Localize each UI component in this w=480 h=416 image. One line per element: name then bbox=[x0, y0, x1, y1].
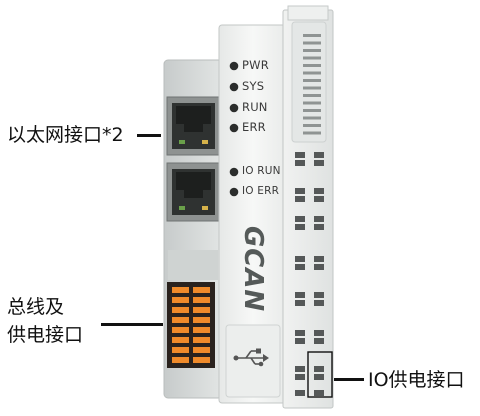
latch-stripe bbox=[303, 34, 321, 37]
latch-stripe bbox=[303, 131, 321, 135]
latch-stripe bbox=[303, 86, 321, 90]
terminal-slot bbox=[295, 188, 305, 194]
terminal-block bbox=[282, 5, 334, 409]
bus-power-label-line1: 总线及 bbox=[7, 296, 65, 318]
connector-pin bbox=[172, 317, 189, 323]
latch-stripe bbox=[303, 41, 321, 45]
io-power-highlight bbox=[307, 351, 333, 398]
latch-stripe bbox=[303, 109, 321, 112]
connector-pin bbox=[172, 337, 189, 343]
ethernet-port-2 bbox=[166, 162, 221, 222]
connector-pin bbox=[172, 287, 189, 293]
terminal-slot bbox=[314, 188, 324, 194]
terminal-slot bbox=[314, 374, 324, 380]
connector-pin bbox=[172, 327, 189, 333]
terminal-slot bbox=[295, 160, 305, 166]
terminal-slot bbox=[295, 152, 305, 158]
latch-stripe bbox=[303, 64, 321, 67]
io-power-label: IO供电接口 bbox=[368, 369, 465, 391]
terminal-slot bbox=[314, 264, 324, 270]
terminal-slot bbox=[314, 338, 324, 344]
connector-pin bbox=[172, 297, 189, 303]
terminal-slot bbox=[314, 256, 324, 262]
connector-pin bbox=[193, 297, 210, 303]
terminal-slot bbox=[314, 330, 324, 336]
terminal-slot bbox=[295, 338, 305, 344]
latch-stripe bbox=[303, 124, 321, 127]
led-label-io-run: IO RUN bbox=[242, 165, 281, 177]
connector-pin bbox=[193, 357, 210, 363]
connector-pin bbox=[193, 317, 210, 323]
bus-power-callout-line bbox=[101, 323, 163, 326]
led-label-err: ERR bbox=[242, 120, 266, 134]
terminal-slots bbox=[295, 152, 324, 396]
terminal-slot bbox=[295, 374, 305, 380]
terminal-slot bbox=[314, 152, 324, 158]
ethernet-port-1 bbox=[166, 96, 221, 156]
usb-icon bbox=[233, 348, 269, 367]
latch-stripe bbox=[303, 71, 321, 75]
led-label-io-err: IO ERR bbox=[242, 185, 280, 197]
terminal-slot bbox=[295, 366, 305, 372]
bus-power-connector bbox=[167, 282, 215, 368]
terminal-slot bbox=[295, 224, 305, 230]
terminal-slot bbox=[314, 196, 324, 202]
connector-pin bbox=[172, 347, 189, 353]
connector-pin bbox=[193, 347, 210, 353]
terminal-slot bbox=[314, 224, 324, 230]
terminal-slot bbox=[295, 292, 305, 298]
logo-text: GCAN bbox=[238, 225, 268, 313]
connector-pin bbox=[193, 287, 210, 293]
terminal-slot bbox=[314, 300, 324, 306]
terminal-slot bbox=[295, 330, 305, 336]
terminal-slot bbox=[314, 292, 324, 298]
led-label-pwr: PWR bbox=[242, 58, 269, 72]
terminal-slot bbox=[314, 160, 324, 166]
latch-stripe bbox=[303, 116, 321, 120]
bus-power-label-line2: 供电接口 bbox=[7, 324, 84, 346]
terminal-slot bbox=[314, 216, 324, 222]
led-label-sys: SYS bbox=[242, 79, 265, 93]
latch-stripes bbox=[303, 34, 321, 135]
led-label-run: RUN bbox=[242, 100, 268, 114]
terminal-slot bbox=[295, 216, 305, 222]
status-leds bbox=[229, 61, 239, 197]
terminal-slot bbox=[295, 196, 305, 202]
terminal-slot bbox=[295, 256, 305, 262]
latch-stripe bbox=[303, 101, 321, 105]
connector-pin bbox=[172, 357, 189, 363]
terminal-slot bbox=[314, 366, 324, 372]
io-power-callout-line bbox=[334, 378, 364, 381]
latch-stripe bbox=[303, 56, 321, 60]
terminal-slot bbox=[295, 264, 305, 270]
connector-pin bbox=[193, 307, 210, 313]
connector-pin bbox=[172, 307, 189, 313]
terminal-slot bbox=[295, 300, 305, 306]
latch-stripe bbox=[303, 79, 321, 82]
ethernet-callout-line bbox=[137, 134, 161, 137]
gcan-logo: GCAN bbox=[216, 220, 290, 312]
ethernet-ports-label: 以太网接口*2 bbox=[7, 124, 124, 146]
latch-stripe bbox=[303, 49, 321, 52]
connector-pin bbox=[193, 327, 210, 333]
latch-stripe bbox=[303, 94, 321, 97]
connector-pin bbox=[193, 337, 210, 343]
terminal-slot bbox=[314, 390, 324, 396]
terminal-slot bbox=[295, 390, 305, 396]
